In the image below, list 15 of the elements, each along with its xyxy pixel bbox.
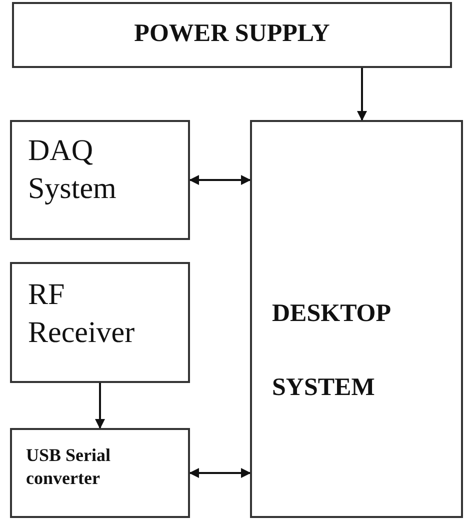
box-label: RF Receiver — [27, 277, 136, 350]
process-box — [250, 120, 463, 518]
arrow — [357, 68, 367, 121]
arrow — [189, 175, 251, 185]
box-label: DAQ System — [27, 133, 118, 206]
box-label: USB Serial converter — [25, 444, 112, 489]
process-box — [10, 120, 190, 240]
process-box — [10, 262, 190, 383]
box-label: POWER SUPPLY — [133, 19, 331, 49]
process-box — [12, 2, 452, 68]
box-label: SYSTEM — [271, 373, 376, 403]
arrow — [95, 383, 105, 429]
process-box — [10, 428, 190, 518]
box-label: DESKTOP — [271, 299, 392, 329]
arrow — [189, 468, 251, 478]
